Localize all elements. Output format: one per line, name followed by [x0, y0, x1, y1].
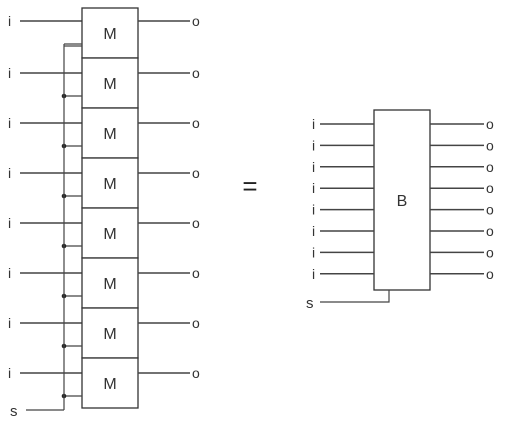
module-label: M	[103, 126, 116, 143]
input-label: i	[8, 165, 11, 181]
equivalence-symbol: =	[242, 171, 257, 201]
module-8: iMo	[8, 357, 200, 409]
b-output-label: o	[486, 180, 494, 196]
output-label: o	[192, 65, 200, 81]
module-2: iMo	[8, 57, 200, 109]
b-input-label: i	[312, 116, 315, 132]
module-box	[81, 357, 139, 409]
module-7: iMo	[8, 307, 200, 359]
output-label: o	[192, 315, 200, 331]
b-output-label: o	[486, 223, 494, 239]
output-label: o	[192, 365, 200, 381]
module-1: iMo	[8, 7, 200, 59]
b-output-label: o	[486, 202, 494, 218]
block-b-box	[373, 109, 431, 291]
module-3: iMo	[8, 107, 200, 159]
module-label: M	[103, 326, 116, 343]
output-label: o	[192, 215, 200, 231]
input-label: i	[8, 13, 11, 29]
b-input-label: i	[312, 223, 315, 239]
b-output-label: o	[486, 137, 494, 153]
b-output-label: o	[486, 244, 494, 260]
input-label: i	[8, 65, 11, 81]
input-label: i	[8, 315, 11, 331]
b-select-wire	[320, 290, 390, 303]
module-label: M	[103, 76, 116, 93]
module-box	[81, 207, 139, 259]
b-input-label: i	[312, 244, 315, 260]
b-output-label: o	[486, 266, 494, 282]
select-label: s	[10, 403, 18, 420]
input-label: i	[8, 215, 11, 231]
module-4: iMo	[8, 157, 200, 209]
b-input-label: i	[312, 266, 315, 282]
module-label: M	[103, 226, 116, 243]
module-label: M	[103, 376, 116, 393]
module-box	[81, 257, 139, 309]
input-label: i	[8, 115, 11, 131]
module-5: iMo	[8, 207, 200, 259]
module-label: M	[103, 176, 116, 193]
input-label: i	[8, 365, 11, 381]
module-6: iMo	[8, 257, 200, 309]
b-input-label: i	[312, 159, 315, 175]
output-label: o	[192, 265, 200, 281]
b-output-label: o	[486, 159, 494, 175]
block-b-label: B	[397, 193, 408, 210]
output-label: o	[192, 165, 200, 181]
b-select-label: s	[306, 295, 314, 312]
input-label: i	[8, 265, 11, 281]
b-input-label: i	[312, 202, 315, 218]
b-output-label: o	[486, 116, 494, 132]
output-label: o	[192, 13, 200, 29]
b-input-label: i	[312, 137, 315, 153]
module-label: M	[103, 26, 116, 43]
b-input-label: i	[312, 180, 315, 196]
module-label: M	[103, 276, 116, 293]
output-label: o	[192, 115, 200, 131]
